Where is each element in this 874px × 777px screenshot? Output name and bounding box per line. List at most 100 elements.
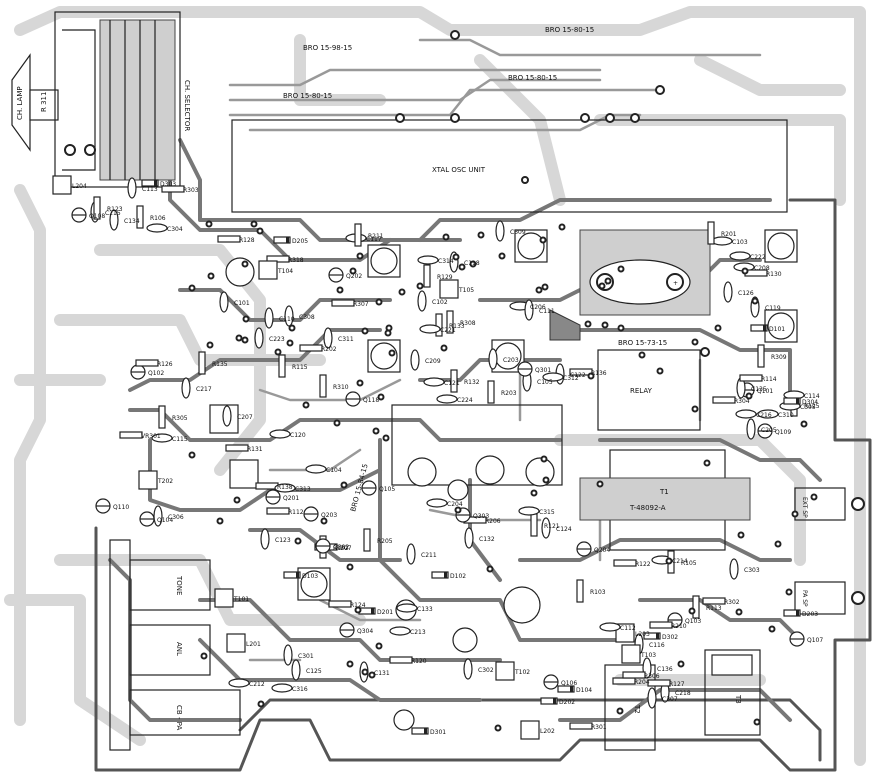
ref-l204: L204 — [72, 183, 87, 190]
solder-pad — [535, 286, 543, 294]
component-t101 — [214, 588, 234, 608]
solder-pad — [384, 329, 392, 337]
component-q301 — [517, 361, 533, 377]
ref-c216: C216 — [756, 412, 772, 419]
ref-r138: R138 — [277, 484, 293, 491]
component-c111 — [524, 299, 534, 321]
component-q105 — [361, 480, 377, 496]
solder-pad — [469, 260, 477, 268]
solder-pad — [320, 517, 328, 525]
xtal-osc-label: XTAL OSC UNIT — [432, 166, 486, 174]
component-c307 — [647, 687, 657, 709]
component-r114 — [739, 374, 763, 382]
solder-pad — [361, 668, 369, 676]
ref-d201: D201 — [377, 609, 393, 616]
component-d103 — [283, 571, 301, 579]
solder-pad — [288, 324, 296, 332]
component-d104 — [557, 685, 575, 693]
solder-pad — [250, 220, 258, 228]
ref-c120: C120 — [290, 432, 306, 439]
component-c126 — [723, 281, 733, 303]
ref-c110: C110 — [279, 316, 295, 323]
ref-c316: C316 — [292, 686, 308, 693]
ref-t105: T105 — [458, 287, 474, 294]
ref-c222: C222 — [750, 254, 766, 261]
ref-r309: R309 — [771, 354, 787, 361]
ref-q302: Q302 — [333, 544, 349, 551]
ref-l202: L202 — [540, 728, 555, 735]
solder-pad — [735, 608, 743, 616]
component-c313 — [274, 483, 296, 493]
component-c212 — [228, 678, 250, 688]
ref-c217: C217 — [196, 386, 212, 393]
t2-label: T2 — [633, 704, 641, 714]
solder-pad — [539, 236, 547, 244]
components-layer — [52, 175, 818, 740]
xtal-osc-unit: XTAL OSC UNIT — [231, 30, 788, 213]
solder-pad — [601, 321, 609, 329]
component-c223 — [254, 327, 264, 349]
solder-pad — [800, 420, 808, 428]
wire-label-3: BRO 15-80-15 — [508, 74, 557, 82]
ref-c123: C123 — [275, 537, 291, 544]
ref-q201: Q201 — [283, 495, 299, 502]
solder-pad — [540, 455, 548, 463]
ref-c102: C102 — [432, 299, 448, 306]
component-r129 — [423, 264, 431, 288]
component-r132 — [450, 369, 458, 393]
ref-q118: Q118 — [363, 397, 379, 404]
component-c213 — [389, 626, 411, 636]
component-d302 — [643, 632, 661, 640]
ref-r133: R133 — [449, 323, 465, 330]
component-r310 — [319, 374, 327, 398]
ref-c207: C207 — [237, 414, 253, 421]
ref-c125: C125 — [306, 668, 322, 675]
ref-r301: R301 — [591, 724, 607, 731]
component-c224 — [436, 394, 458, 404]
component-c315 — [518, 506, 540, 516]
ref-r307: R307 — [353, 301, 369, 308]
component-c124 — [541, 517, 551, 539]
ref-c301: C301 — [298, 653, 314, 660]
t1-label: T1 — [659, 488, 669, 496]
component-c120 — [269, 429, 291, 439]
component-q118 — [345, 391, 361, 407]
solder-pad — [737, 531, 745, 539]
wire-label-2: BRO 15-98-15 — [303, 44, 352, 52]
solder-pad — [587, 372, 595, 380]
ref-q105: Q105 — [379, 486, 395, 493]
component-c308 — [284, 305, 294, 327]
solder-pad — [486, 565, 494, 573]
ref-c103: C103 — [732, 239, 748, 246]
ref-vr301: VR301 — [141, 433, 161, 440]
ref-t103: T103 — [640, 652, 656, 659]
ref-c136: C136 — [657, 666, 673, 673]
component-c209 — [410, 349, 420, 371]
component-c207 — [222, 405, 232, 427]
pa-heatsink: + + — [549, 229, 711, 341]
component-c132 — [464, 527, 474, 549]
solder-pad — [340, 481, 348, 489]
solder-pad — [440, 344, 448, 352]
component-q201 — [265, 489, 281, 505]
ref-r127: R127 — [669, 681, 685, 688]
component-q302 — [315, 538, 331, 554]
component-r121 — [530, 513, 538, 537]
ref-r318: R318 — [288, 257, 304, 264]
solder-pad — [241, 336, 249, 344]
ref-c313: C313 — [295, 486, 311, 493]
ref-r130: R130 — [766, 271, 782, 278]
solder-pad — [375, 642, 383, 650]
transformer-t1: T1 T-48092-A — [579, 449, 751, 551]
ref-t101: T101 — [233, 596, 249, 603]
ref-c112: C112 — [620, 625, 636, 632]
component-c311 — [323, 327, 333, 349]
ch-selector-switch: CH. SELECTOR — [54, 11, 191, 188]
solder-pad — [257, 700, 265, 708]
component-d203 — [783, 609, 801, 617]
ref-q106: Q106 — [561, 680, 577, 687]
ref-r124: R124 — [350, 602, 366, 609]
solder-pad — [416, 282, 424, 290]
transformer-t2: T2 — [604, 664, 656, 751]
component-r210 — [649, 621, 673, 629]
